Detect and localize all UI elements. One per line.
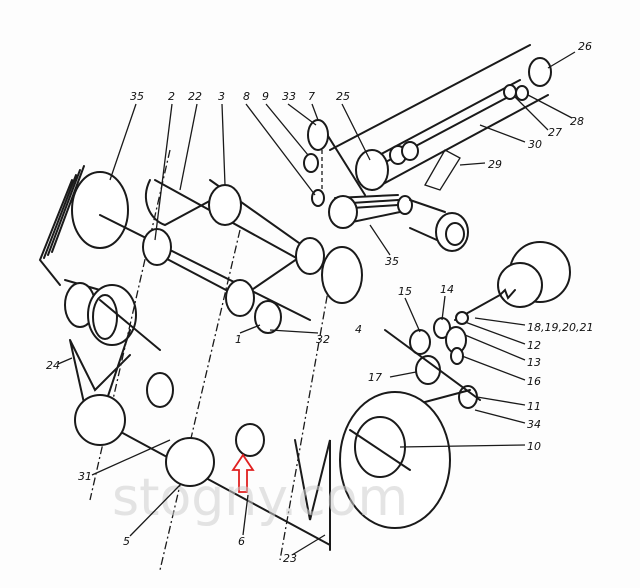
label-35b: 35 [385,255,399,268]
disc-10 [339,391,451,529]
red-arrow-icon [231,453,255,493]
label-32: 32 [316,333,330,346]
pulley-group-7-9-8 [303,119,329,207]
label-10: 10 [527,440,541,453]
label-5: 5 [123,535,130,548]
belt-drive-35 [328,194,469,252]
label-4: 4 [355,323,362,336]
label-7: 7 [308,90,315,103]
label-17: 17 [368,371,382,384]
label-34: 34 [527,418,541,431]
label-25: 25 [336,90,350,103]
label-18-21: 18,19,20,21 [527,321,593,334]
label-13: 13 [527,356,541,369]
label-11: 11 [527,400,541,413]
leader-lines [57,51,576,556]
pulleys [74,184,363,487]
watermark: stogny.com [112,468,408,528]
label-35: 35 [130,90,144,103]
conveyor-upper [317,44,552,196]
label-12: 12 [527,339,541,352]
main-drive-left [38,165,137,346]
label-33: 33 [282,90,296,103]
label-15: 15 [398,285,412,298]
label-31: 31 [78,470,92,483]
label-22: 22 [188,90,202,103]
label-2: 2 [168,90,175,103]
label-24: 24 [46,359,60,372]
label-3: 3 [218,90,225,103]
label-26: 26 [578,40,592,53]
label-29: 29 [488,158,502,171]
label-1: 1 [235,333,242,346]
label-6: 6 [238,535,245,548]
labels: 35 2 22 3 8 9 33 7 25 26 28 27 30 29 35 … [46,40,593,565]
label-9: 9 [262,90,269,103]
label-27: 27 [548,126,562,139]
label-16: 16 [527,375,541,388]
gear-train-right [384,241,571,411]
label-30: 30 [528,138,542,151]
label-14: 14 [440,283,454,296]
label-8: 8 [243,90,250,103]
label-28: 28 [570,115,584,128]
label-23: 23 [283,552,297,565]
